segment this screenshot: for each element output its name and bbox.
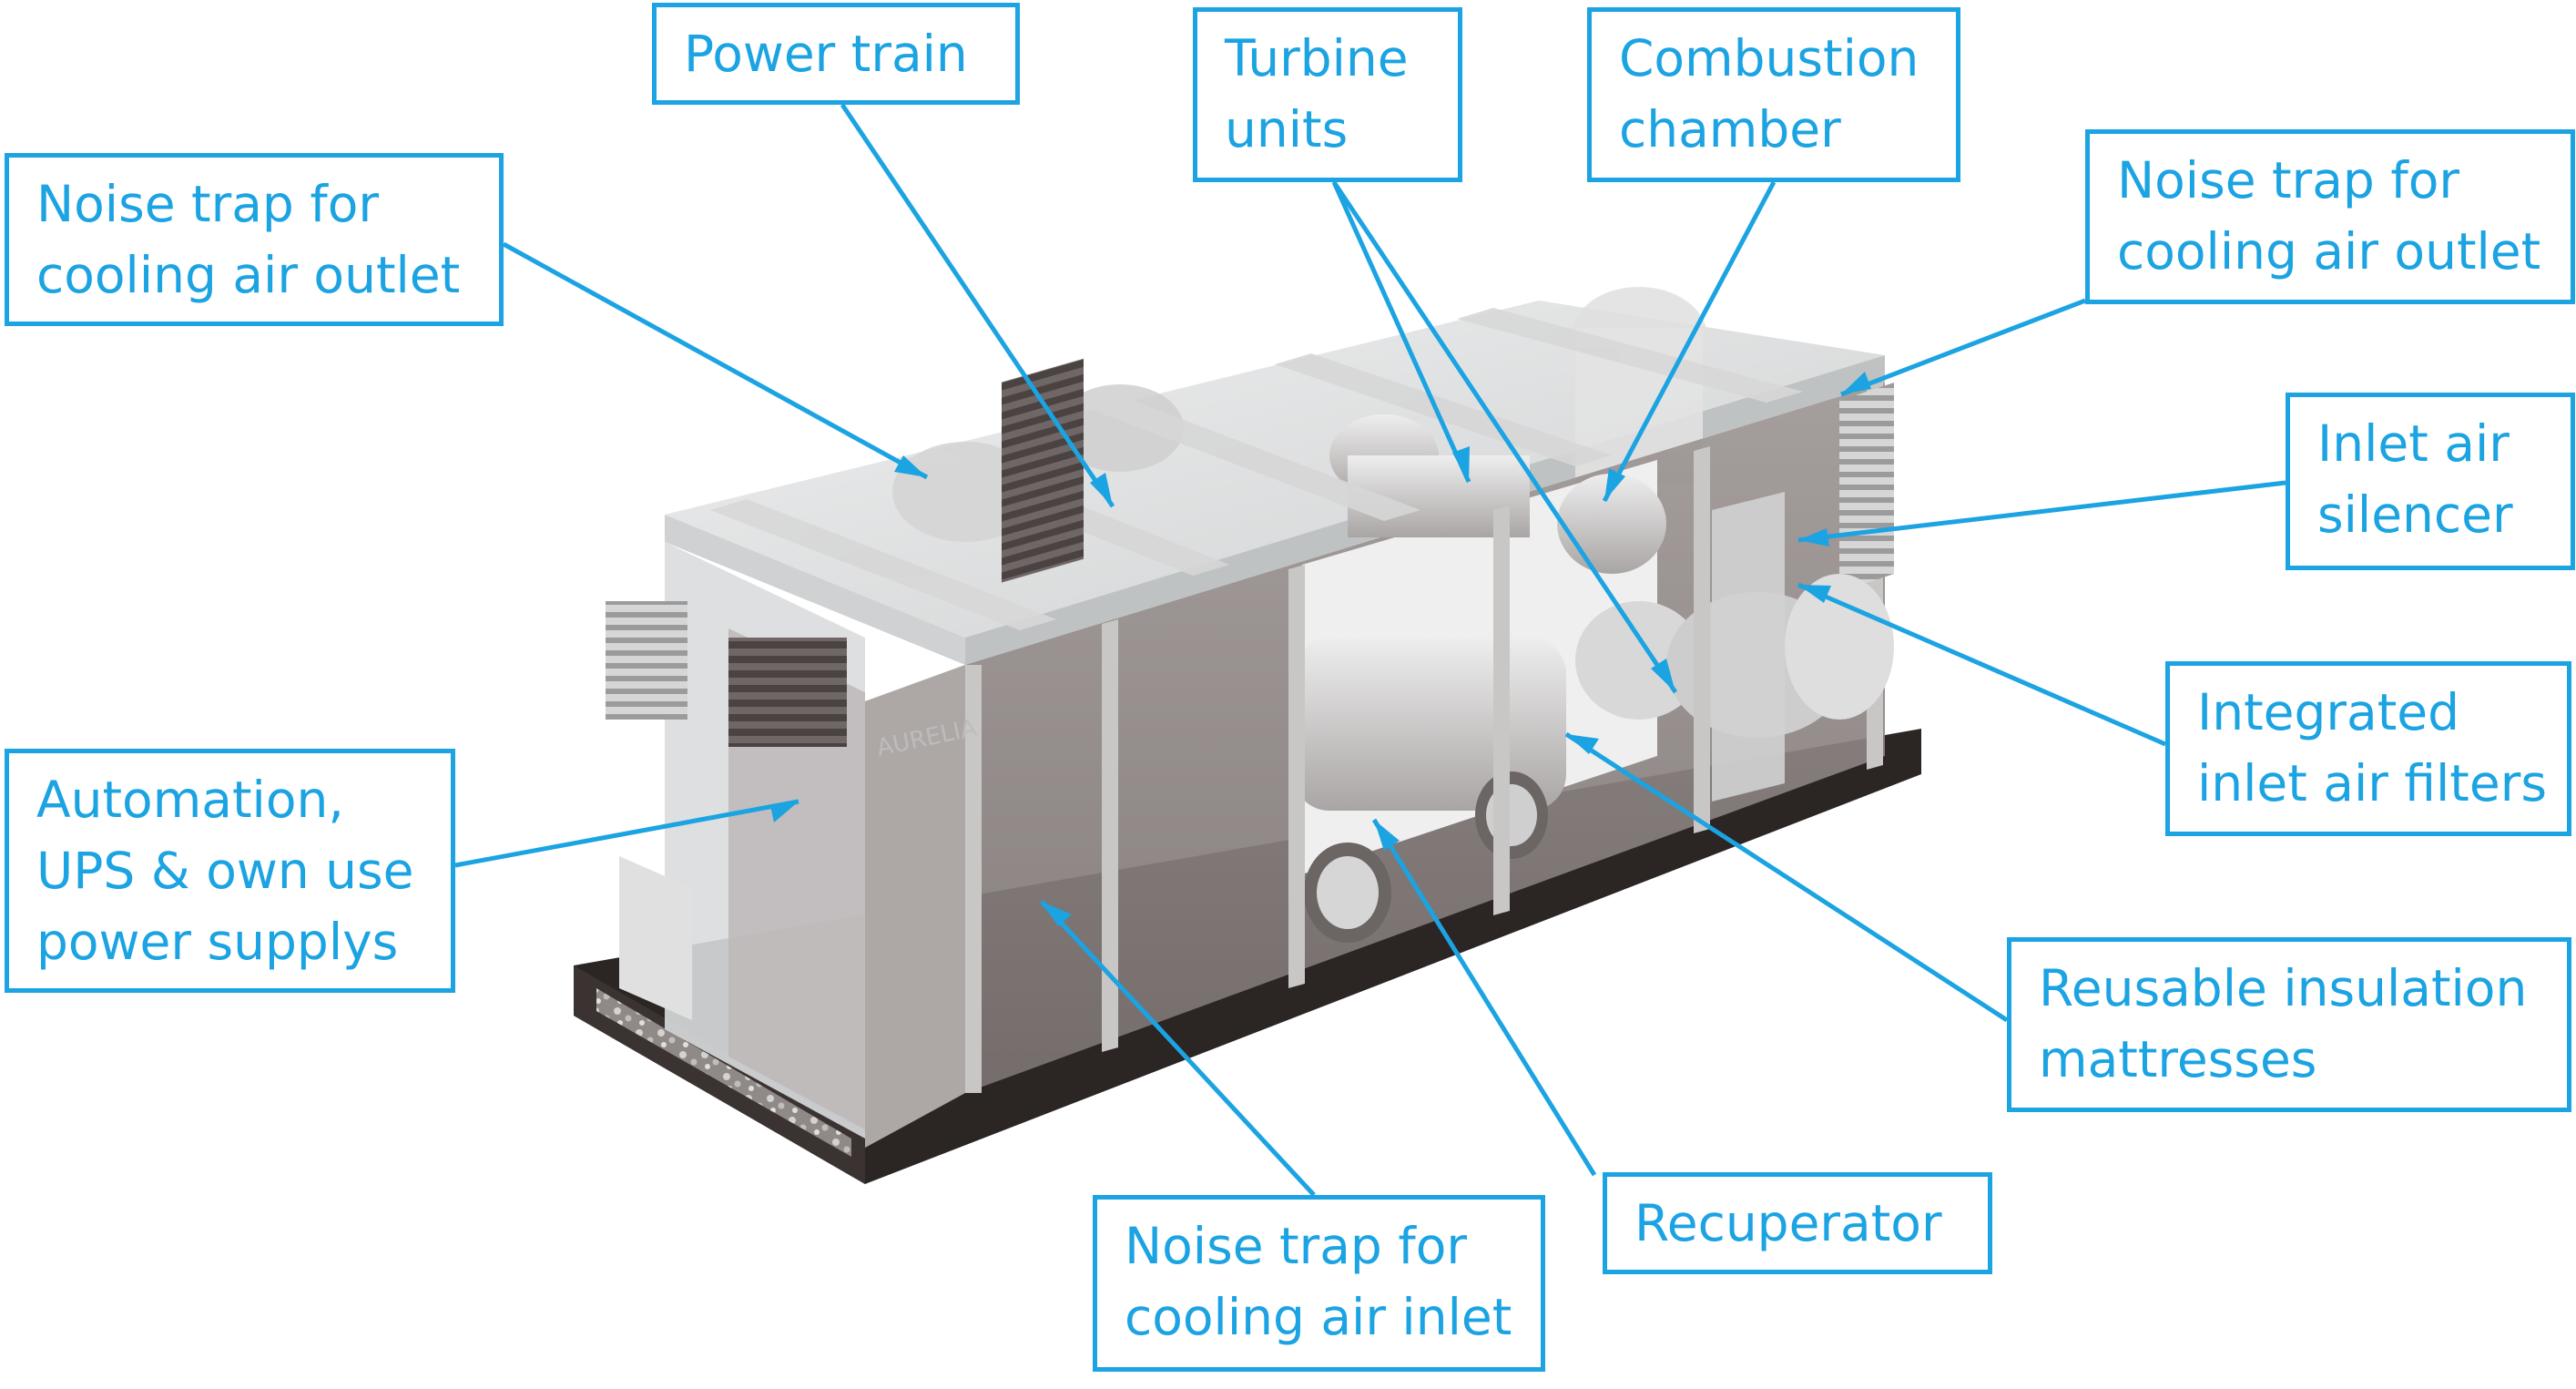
leader-automation	[454, 799, 799, 868]
arrow-combustion	[1604, 468, 1625, 501]
callout-noise-trap-inlet: Noise trap for cooling air inlet	[1093, 1195, 1545, 1372]
callout-line: Power train	[684, 25, 968, 83]
arrow-turbine-b	[1651, 659, 1675, 692]
callout-combustion-chamber: Combustion chamber	[1587, 7, 1960, 182]
leader-outlet-right	[1840, 298, 2086, 397]
callout-line: Noise trap for	[36, 175, 379, 233]
leader-outlet-left	[502, 241, 929, 480]
callout-line: Recuperator	[1634, 1194, 1942, 1252]
arrow-automation	[770, 802, 799, 822]
leader-power-train	[840, 103, 1115, 508]
callout-line: cooling air inlet	[1125, 1288, 1512, 1346]
leader-insulation	[1564, 731, 2009, 1023]
callout-line: Noise trap for	[2117, 151, 2459, 209]
callout-reusable-insulation: Reusable insulation mattresses	[2007, 937, 2571, 1112]
arrow-recuperator	[1374, 820, 1400, 851]
callout-line: power supplys	[36, 913, 399, 971]
arrow-outlet-right	[1841, 372, 1871, 394]
callout-turbine-units: Turbine units	[1193, 7, 1462, 182]
arrow-turbine-a	[1452, 446, 1470, 482]
callout-noise-trap-outlet-left: Noise trap for cooling air outlet	[5, 153, 504, 326]
callout-line: units	[1225, 100, 1349, 158]
callout-line: cooling air outlet	[36, 246, 461, 304]
leader-recuperator	[1371, 818, 1597, 1177]
leader-combustion	[1602, 180, 1777, 503]
callout-inlet-air-silencer: Inlet air silencer	[2286, 393, 2575, 570]
arrow-filters	[1798, 585, 1831, 603]
control-louver	[728, 638, 847, 747]
callout-line: Reusable insulation	[2039, 959, 2528, 1017]
leader-silencer	[1797, 480, 2286, 543]
callout-line: cooling air outlet	[2117, 222, 2541, 281]
leader-filters	[1797, 582, 2166, 747]
arrow-insulation	[1566, 734, 1599, 754]
callout-recuperator: Recuperator	[1603, 1172, 1992, 1274]
callout-line: Combustion	[1619, 29, 1919, 87]
callout-automation-ups: Automation, UPS & own use power supplys	[5, 749, 455, 993]
front-wall	[710, 308, 1885, 1148]
callout-power-train: Power train	[652, 3, 1020, 105]
callout-line: Turbine	[1225, 29, 1409, 87]
callout-integrated-inlet-filters: Integrated inlet air filters	[2165, 661, 2571, 836]
leader-turbine-units-a	[1331, 180, 1471, 484]
leader-arrowheads	[770, 372, 1871, 926]
callout-line: UPS & own use	[36, 842, 414, 900]
callout-line: silencer	[2317, 485, 2513, 544]
leader-turbine-units-b	[1331, 180, 1678, 694]
control-section	[606, 542, 965, 1148]
arrow-power-train	[1090, 473, 1113, 506]
door-louver	[1002, 358, 1084, 583]
right-end	[1712, 383, 1894, 802]
arrow-silencer	[1798, 528, 1829, 546]
callout-line: Inlet air	[2317, 414, 2510, 473]
callout-line: chamber	[1619, 100, 1841, 158]
arrow-inlet	[1042, 902, 1072, 926]
callout-line: inlet air filters	[2197, 754, 2547, 812]
callout-noise-trap-outlet-right: Noise trap for cooling air outlet	[2085, 129, 2575, 304]
left-outlet-louver	[606, 601, 687, 720]
callout-line: Integrated	[2197, 683, 2460, 741]
callout-line: mattresses	[2039, 1030, 2317, 1088]
arrow-outlet-left	[894, 455, 927, 477]
callout-line: Automation,	[36, 771, 344, 829]
leader-lines	[454, 103, 2286, 1197]
leader-inlet	[1040, 900, 1316, 1197]
callout-line: Noise trap for	[1125, 1217, 1467, 1275]
